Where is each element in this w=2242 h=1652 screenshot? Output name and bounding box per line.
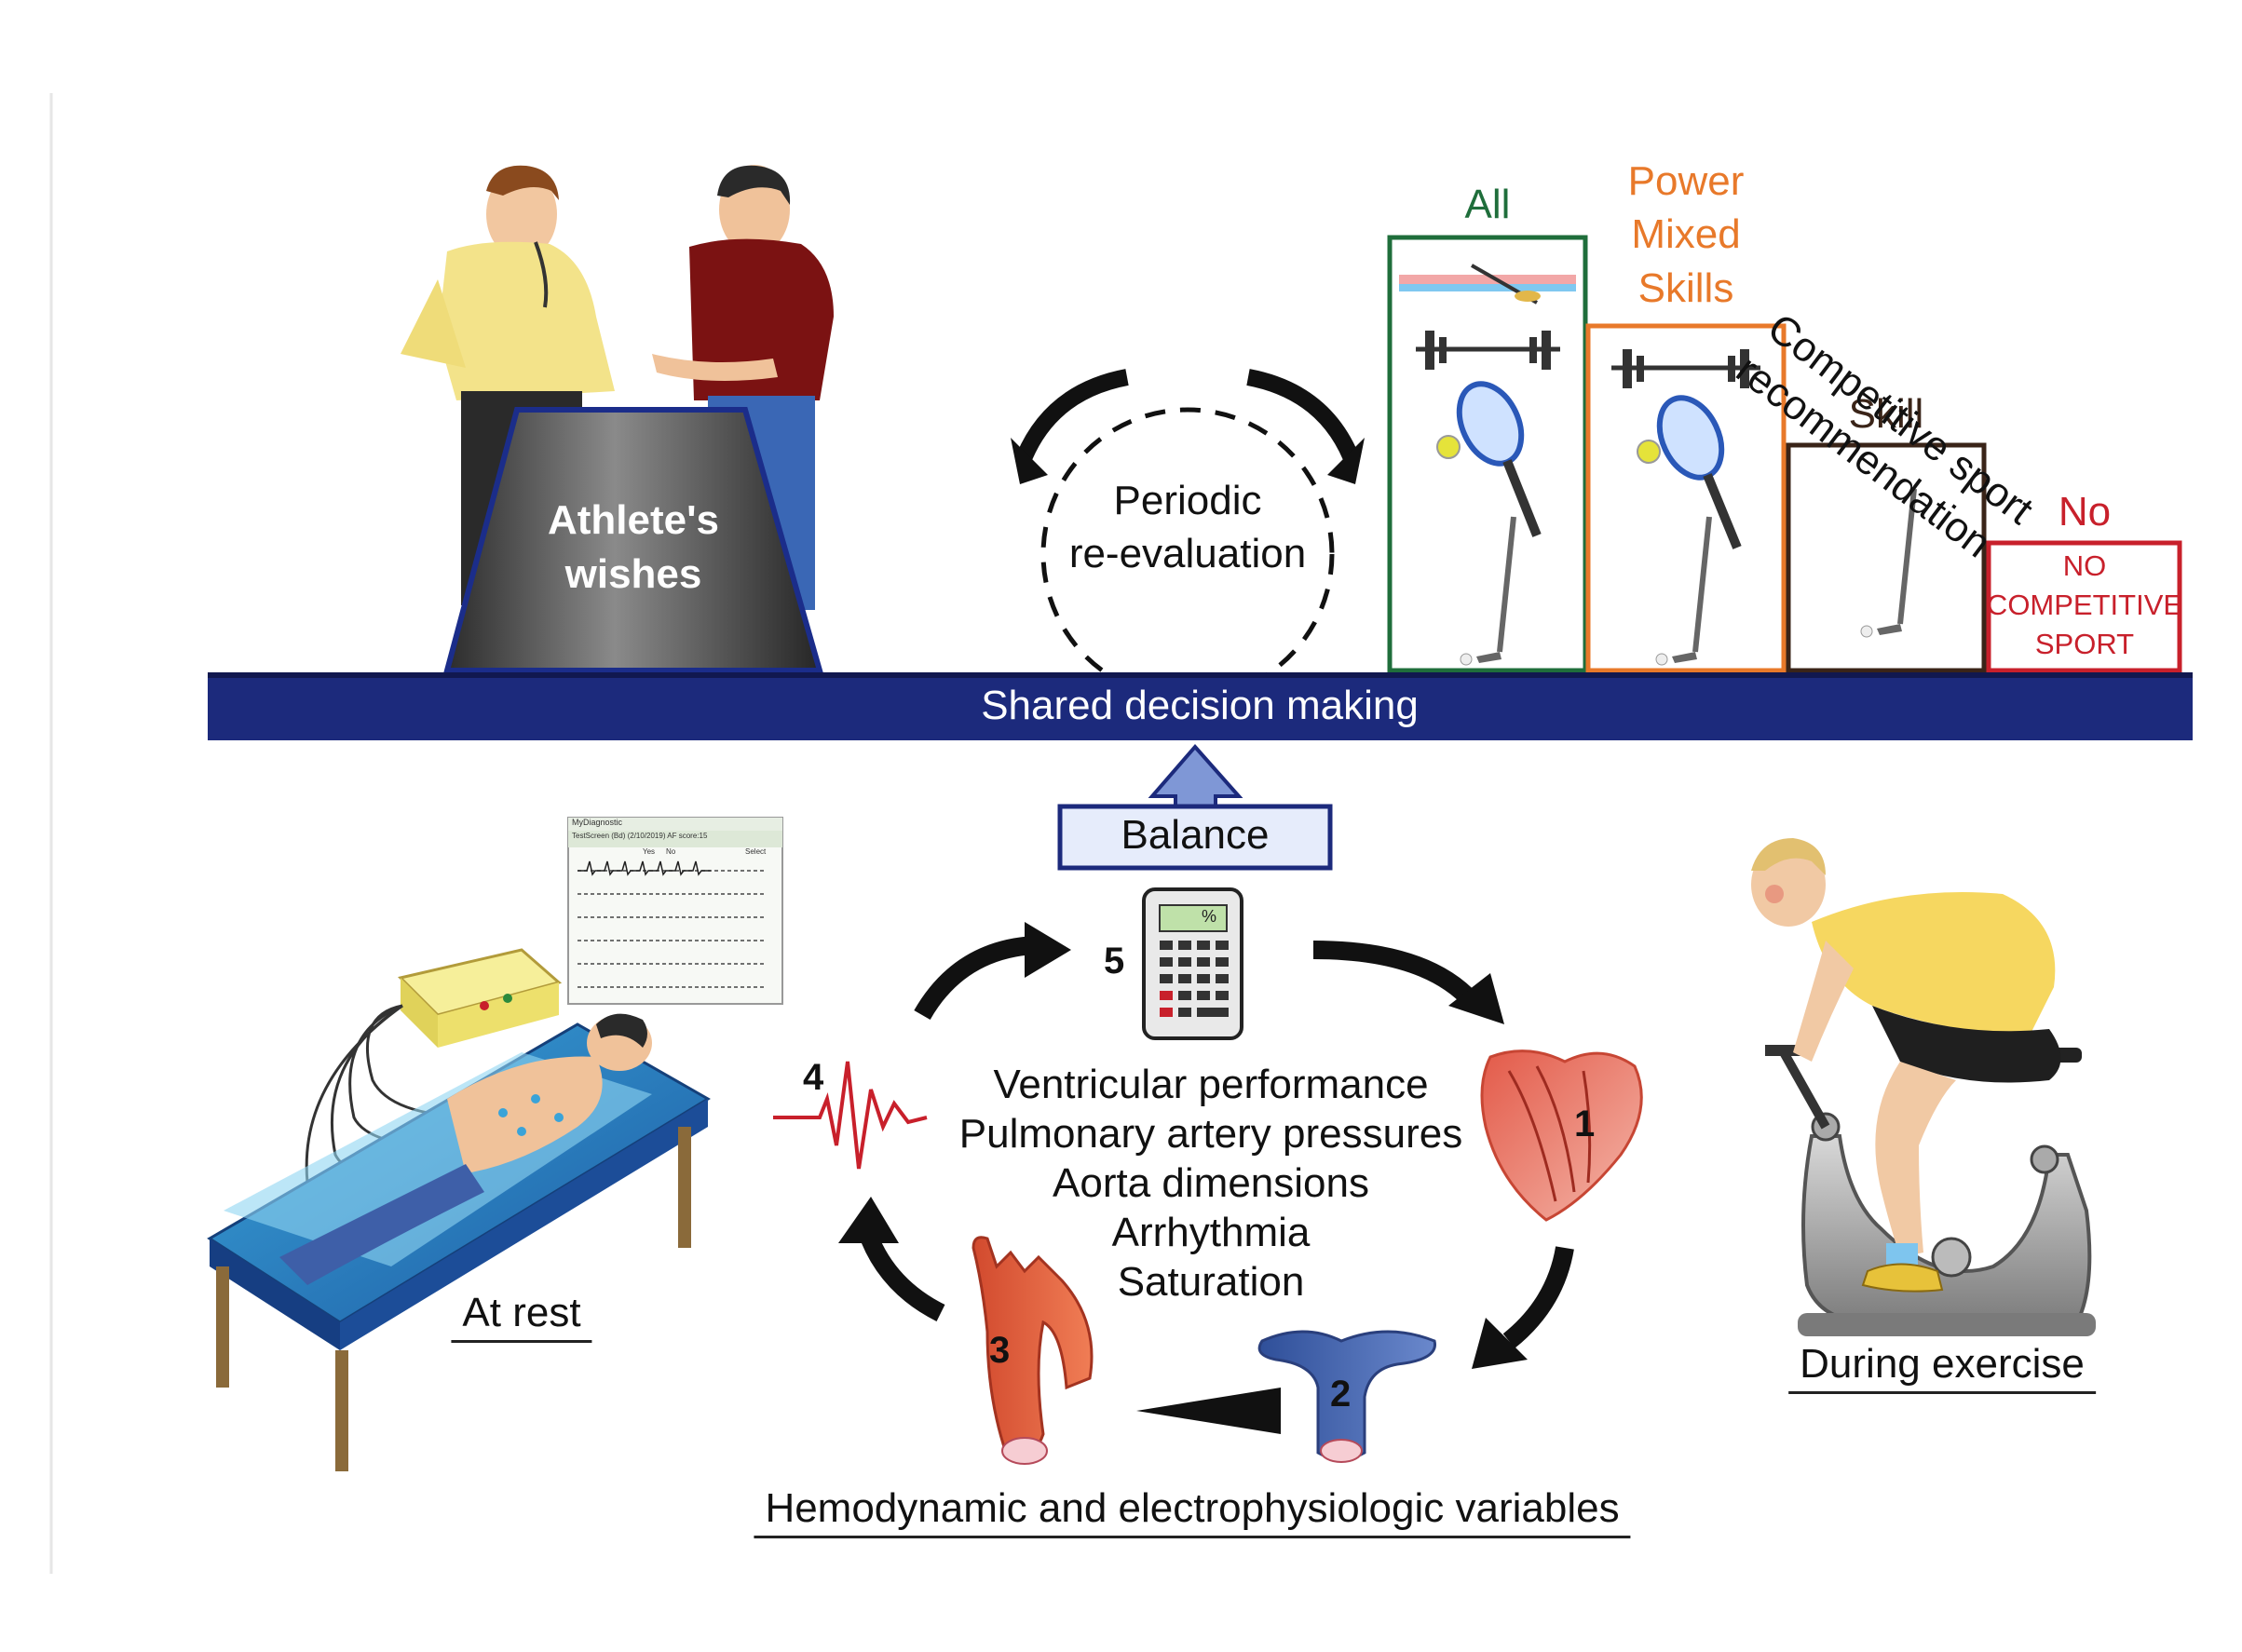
ecg-option-yes: Yes [643,847,656,856]
ecg-wave-icon [773,1061,928,1170]
calculator-display: % [1202,907,1217,926]
power-category-box [1585,323,1787,673]
category-power-label: Power [1627,158,1745,204]
variable-saturation: Saturation [1117,1259,1305,1305]
category-mixed-label: Mixed [1631,211,1741,257]
step-3-number: 3 [989,1330,1011,1371]
cycle-arrow-2-to-3 [1136,1388,1281,1434]
tennis-racket-icon [1436,381,1542,537]
ecg-device [398,948,563,1048]
category-skill-label: Skill [1848,391,1924,437]
no-box-line-3: SPORT [2034,628,2135,660]
barbell-icon [1611,349,1760,388]
cycle-arrow-5-to-1 [1312,941,1479,1008]
patient-figure [279,1013,652,1285]
category-no-label: No [2058,489,2112,535]
patient-bed [207,1022,711,1471]
reevaluation-label: re-evaluation [1068,531,1307,576]
right-curved-arrow [1246,369,1359,460]
step-1-number: 1 [1574,1104,1596,1144]
step-5-number: 5 [1104,941,1125,982]
category-all-label: All [1464,182,1511,227]
variable-pulmonary: Pulmonary artery pressures [958,1111,1463,1157]
barbell-icon [1416,331,1560,370]
variable-ventricular: Ventricular performance [993,1062,1429,1107]
pulmonary-artery-icon [1257,1330,1436,1463]
left-curved-arrow [1016,369,1129,460]
ecg-screen [567,817,783,1005]
golf-club-icon [1460,516,1516,666]
cyclist-figure [1751,838,2061,1293]
tennis-racket-icon [1637,395,1742,549]
golf-club-icon [1655,516,1712,666]
no-box-line-2: COMPETITIVE [1986,589,2183,621]
variables-caption: Hemodynamic and electrophysiologic varia… [754,1485,1631,1538]
step-2-number: 2 [1330,1374,1352,1415]
golf-club-icon [1860,488,1917,638]
step-4-number: 4 [803,1057,824,1098]
athlete-wishes-label: Athlete's wishes [547,497,720,597]
cycle-arrow-4-to-5 [914,936,1035,1021]
no-category-box [1986,540,2182,673]
variable-arrhythmia: Arrhythmia [1111,1210,1311,1255]
calculator-icon [1142,887,1243,1040]
balance-box [1057,804,1333,871]
no-box-line-1: NO [2062,549,2107,582]
shared-decision-label: Shared decision making [981,683,1419,728]
heart-icon [1480,1049,1643,1222]
shared-decision-bar [208,672,2193,740]
ecg-screen-title: MyDiagnostic [572,818,623,827]
balance-label: Balance [1121,812,1270,858]
periodic-label: Periodic [1113,478,1262,523]
at-rest-caption: At rest [451,1290,592,1343]
category-skills-label: Skills [1637,265,1734,311]
ecg-screen-line: TestScreen (Bd) (2/10/2019) AF score:15 [572,832,708,840]
variable-aorta: Aorta dimensions [1053,1160,1369,1206]
athlete-wishes-podium [443,407,823,673]
ecg-option-select: Select [745,847,767,856]
rowing-icon [1399,264,1576,305]
cycle-arrow-1-to-2 [1502,1246,1574,1348]
ecg-option-no: No [666,847,676,856]
aorta-icon [972,1236,1094,1465]
during-exercise-caption: During exercise [1788,1341,2096,1394]
